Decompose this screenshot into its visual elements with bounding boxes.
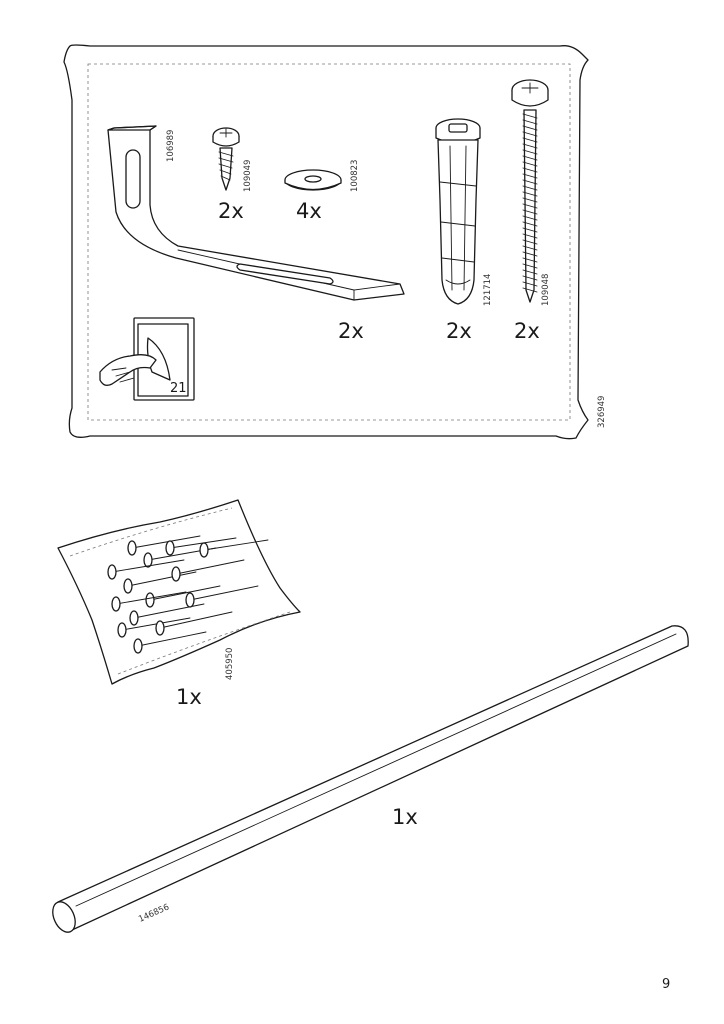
pin-head (145, 592, 155, 608)
long-screw-quantity: 2x (514, 319, 540, 343)
page-number: 9 (662, 977, 670, 992)
pin-shaft (159, 611, 233, 629)
pin-shaft (189, 585, 259, 601)
washer (284, 169, 342, 191)
pin-head (155, 620, 165, 636)
pin-shaft (115, 591, 187, 605)
pin-head (117, 622, 127, 638)
bracket-part-number: 106989 (166, 130, 176, 162)
pin-head (107, 564, 117, 580)
pin-head (123, 578, 133, 594)
pin-head (111, 596, 121, 612)
wood-screw-part-number: 109049 (243, 160, 253, 192)
rod-part-number: 146856 (137, 902, 171, 924)
pin-head (127, 540, 137, 556)
wall-plug-part-number: 121714 (483, 274, 493, 306)
reference-page-number: 21 (170, 381, 187, 396)
rod-quantity: 1x (392, 805, 418, 829)
wood-screw-quantity: 2x (218, 199, 244, 223)
pin-bag-part-number: 405950 (225, 648, 235, 680)
wood-screw (212, 127, 240, 191)
pin-head (199, 542, 209, 558)
pin-shaft (137, 631, 207, 647)
pin-shaft (175, 559, 245, 575)
washer-quantity: 4x (296, 199, 322, 223)
angle-bracket (107, 125, 405, 301)
pin-bag-quantity: 1x (176, 685, 202, 709)
wall-plug (435, 118, 481, 305)
pin-shaft (111, 559, 185, 573)
pin-shaft (121, 617, 191, 631)
bag-sheet-code: 326949 (597, 396, 607, 428)
long-screw (511, 79, 549, 303)
pin-shaft (149, 585, 221, 601)
wall-plug-quantity: 2x (446, 319, 472, 343)
long-screw-part-number: 109048 (541, 274, 551, 306)
washer-part-number: 100823 (350, 160, 360, 192)
hardware-bag-outline (63, 44, 589, 440)
pin-shaft (169, 537, 237, 549)
pin-bag (57, 499, 301, 685)
pin-head (171, 566, 181, 582)
pin-head (143, 552, 153, 568)
pin-head (185, 592, 195, 608)
rod (52, 625, 689, 933)
see-page-reference-icon (99, 317, 195, 401)
pin-shaft (203, 539, 269, 551)
pin-head (129, 610, 139, 626)
pin-shaft (131, 535, 201, 549)
pin-head (165, 540, 175, 556)
pin-shaft (127, 571, 197, 587)
bracket-quantity: 2x (338, 319, 364, 343)
pin-head (133, 638, 143, 654)
